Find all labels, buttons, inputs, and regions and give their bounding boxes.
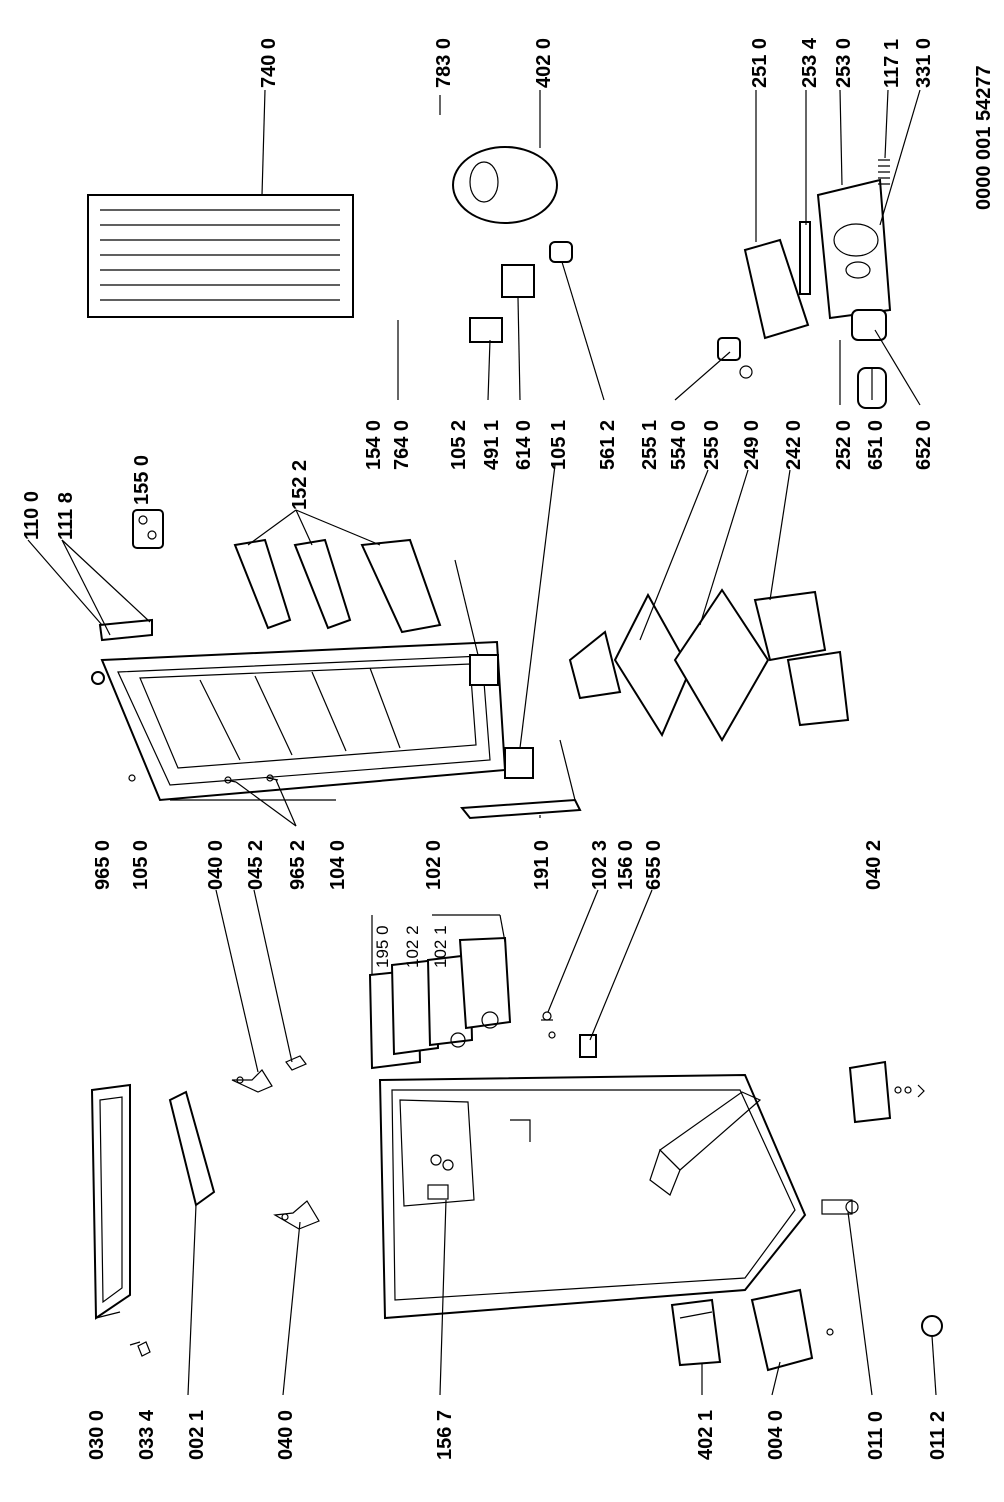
label-110-0: 110 0 [21, 491, 43, 540]
lower-right-hinge-drawing [848, 1060, 925, 1124]
label-102-2: 102 2 [403, 925, 422, 968]
label-105-1: 105 1 [548, 420, 570, 470]
label-764-0: 764 0 [391, 420, 413, 470]
label-242-0: 242 0 [783, 420, 805, 470]
door-shelf-1-drawing [233, 538, 292, 630]
relay-drawing [501, 264, 535, 298]
lamp-cover-drawing [579, 1034, 597, 1058]
label-102-0: 102 0 [423, 840, 445, 890]
door-brackets-drawing [469, 654, 534, 779]
door-drawing [91, 640, 507, 802]
top-frame-drawing [90, 1083, 131, 1320]
fan-housing-drawing [816, 178, 892, 320]
label-033-4: 033 4 [136, 1409, 158, 1460]
label-104-0: 104 0 [327, 840, 349, 890]
label-156-0: 156 0 [615, 840, 637, 890]
cabinet-drawing [378, 1073, 807, 1320]
condenser-coil-drawing [87, 194, 354, 318]
door-shelf-2-drawing [293, 538, 352, 630]
glass-shelf-2-drawing [673, 588, 770, 742]
lamp-holder-drawing [717, 337, 753, 379]
label-152-2: 152 2 [289, 460, 311, 510]
interior-grid-drawing [568, 630, 622, 700]
label-030-0: 030 0 [86, 1410, 108, 1460]
label-102-3: 102 3 [589, 840, 611, 890]
label-652-0: 652 0 [913, 420, 935, 470]
egg-tray-drawing [132, 509, 164, 549]
label-154-0: 154 0 [363, 420, 385, 470]
label-251-0: 251 0 [749, 38, 771, 88]
label-253-4: 253 4 [799, 37, 821, 88]
label-191-0: 191 0 [531, 840, 553, 890]
label-655-0: 655 0 [643, 840, 665, 890]
label-255-0: 255 0 [701, 420, 723, 470]
label-255-1: 255 1 [639, 420, 661, 470]
label-004-0: 004 0 [765, 1410, 787, 1460]
thermostat-bracket-drawing [799, 221, 811, 295]
label-402-1: 402 1 [695, 1410, 717, 1460]
foot-bracket-drawing [750, 1288, 834, 1372]
label-155-0: 155 0 [131, 455, 153, 505]
document-code: 0000 001 54277 [973, 65, 995, 210]
label-040-2: 040 2 [863, 840, 885, 890]
label-117-1: 117 1 [881, 39, 903, 88]
evaporator-cover-drawing [743, 238, 810, 340]
cover-plate-drawing [168, 1090, 216, 1207]
label-002-1: 002 1 [186, 1410, 208, 1460]
control-panel-drawing [368, 936, 512, 1070]
crisper-1-drawing [753, 590, 827, 662]
spring-drawing [878, 159, 890, 185]
relay-cover-drawing [469, 317, 503, 343]
clip-drawing [137, 1341, 151, 1357]
label-491-1: 491 1 [481, 420, 503, 470]
label-011-2: 011 2 [927, 1411, 949, 1460]
door-shelf-3-drawing [360, 538, 442, 634]
label-105-0: 105 0 [130, 840, 152, 890]
door-top-bracket-drawing [98, 618, 153, 642]
label-783-0: 783 0 [433, 38, 455, 88]
label-554-0: 554 0 [668, 420, 690, 470]
label-331-0: 331 0 [913, 38, 935, 88]
foot-cap-drawing [921, 1315, 943, 1337]
thermostat-knob-drawing [541, 1011, 556, 1039]
label-102-1: 102 1 [431, 925, 450, 968]
label-156-7: 156 7 [434, 1410, 456, 1460]
label-195-0: 195 0 [373, 925, 392, 968]
lower-hinge-drawing [273, 1200, 320, 1230]
base-rail-drawing [670, 1298, 722, 1367]
overload-drawing [549, 241, 573, 263]
leveling-foot-drawing [821, 1199, 859, 1215]
leader-lines [27, 89, 937, 1396]
label-253-0: 253 0 [833, 38, 855, 88]
label-105-2: 105 2 [448, 420, 470, 470]
label-965-0: 965 0 [92, 840, 114, 890]
label-045-2: 045 2 [245, 840, 267, 890]
label-614-0: 614 0 [513, 420, 535, 470]
label-011-0: 011 0 [865, 1411, 887, 1460]
label-040-0-mid: 040 0 [205, 840, 227, 890]
compressor-drawing [452, 146, 558, 224]
label-402-0: 402 0 [533, 38, 555, 88]
label-561-2: 561 2 [597, 420, 619, 470]
label-965-2: 965 2 [287, 840, 309, 890]
label-249-0: 249 0 [741, 420, 763, 470]
label-740-0: 740 0 [258, 38, 280, 88]
label-111-8: 111 8 [55, 492, 77, 540]
label-040-0-bottom: 040 0 [275, 1410, 297, 1460]
door-gasket-drawing [460, 798, 582, 820]
label-651-0: 651 0 [865, 420, 887, 470]
door-screws-drawing [224, 774, 279, 784]
lamp-socket-drawing [851, 309, 887, 341]
upper-hinge-drawing [231, 1055, 307, 1093]
crisper-2-drawing [786, 650, 850, 727]
label-252-0: 252 0 [833, 420, 855, 470]
